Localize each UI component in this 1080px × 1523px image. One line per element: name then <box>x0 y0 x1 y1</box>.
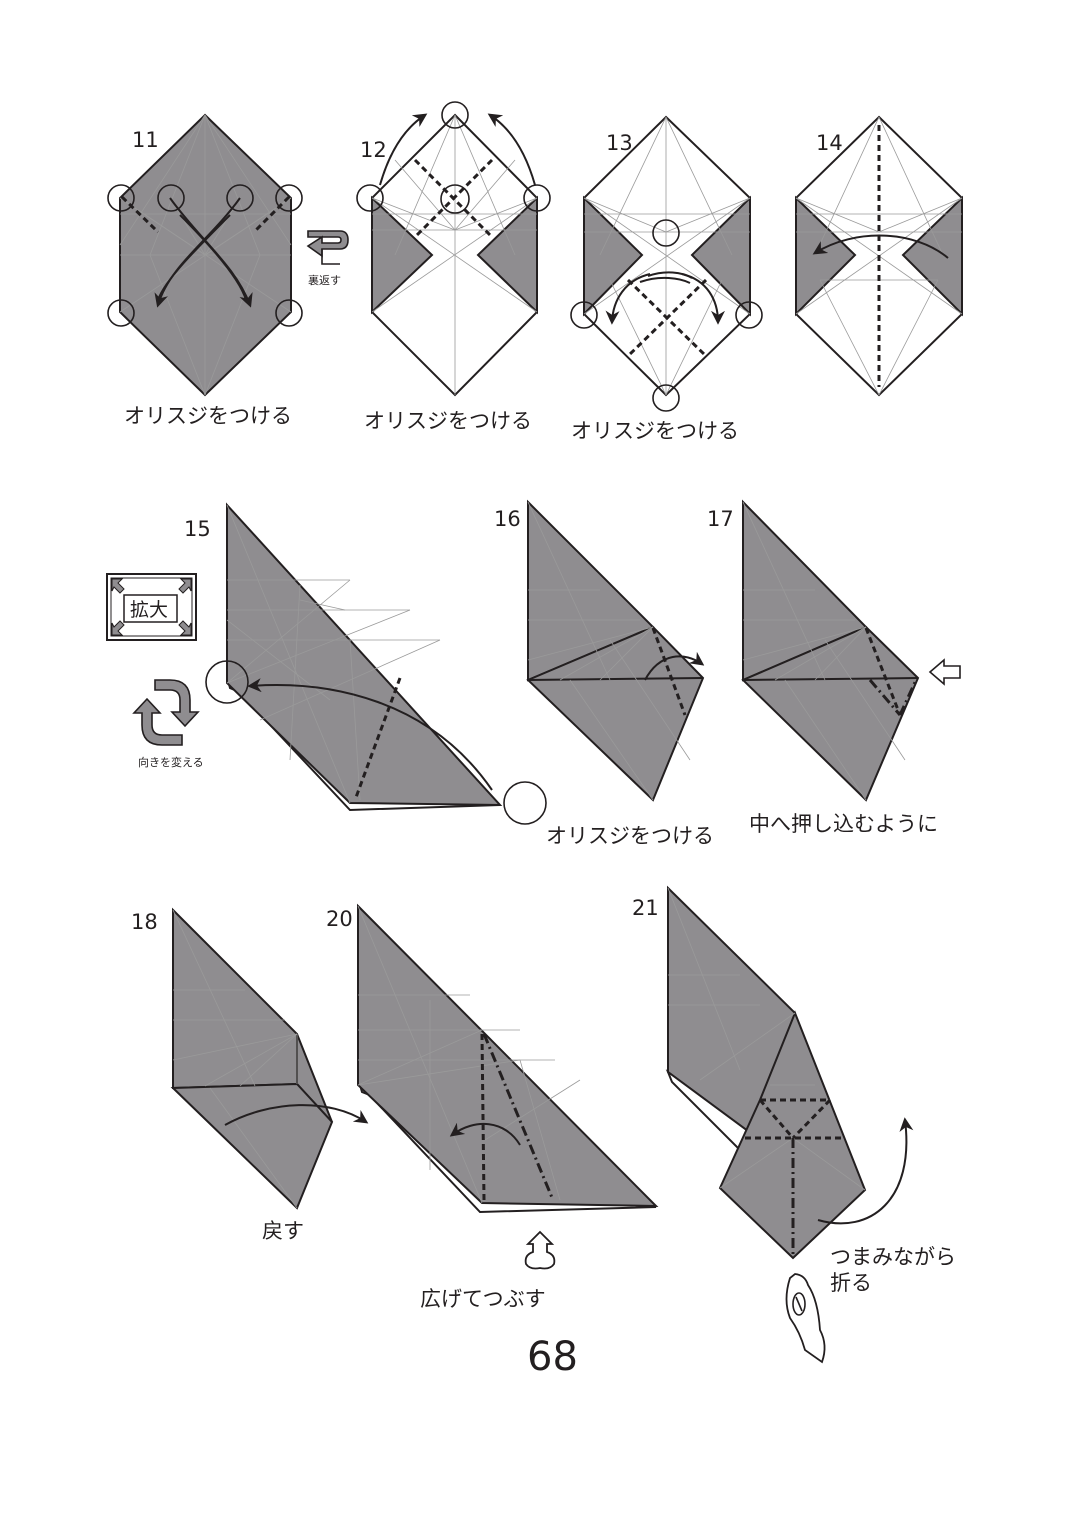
step-11-caption: オリスジをつける <box>124 404 292 428</box>
step-17-diagram <box>741 499 961 802</box>
step-16-diagram <box>526 499 705 802</box>
step-14-diagram <box>795 115 963 397</box>
step-16-number: 16 <box>494 507 521 531</box>
step-12-caption: オリスジをつける <box>364 409 532 433</box>
page-number: 68 <box>527 1334 578 1380</box>
step-15-diagram <box>205 502 547 825</box>
spread-squash-icon <box>524 1230 556 1270</box>
step-18-caption: 戻す <box>262 1219 304 1243</box>
step-17-number: 17 <box>707 507 734 531</box>
step-18-diagram <box>170 907 369 1210</box>
step-11-number: 11 <box>132 128 159 152</box>
step-21-caption-line2: 折る <box>830 1271 872 1295</box>
step-11-diagram <box>107 113 303 397</box>
step-14-number: 14 <box>816 131 843 155</box>
step-13-diagram <box>570 115 763 412</box>
rotate-icon <box>132 679 200 746</box>
step-18-number: 18 <box>131 910 158 934</box>
step-21-caption-line1: つまみながら <box>830 1245 956 1269</box>
step-13-caption: オリスジをつける <box>571 419 739 443</box>
step-21-number: 21 <box>632 896 659 920</box>
step-15-number: 15 <box>184 517 211 541</box>
step-16-caption: オリスジをつける <box>546 824 714 848</box>
pinch-hand-icon <box>785 1273 826 1364</box>
step-20-diagram <box>357 903 659 1270</box>
turn-over-label: 裏返す <box>308 273 341 287</box>
step-20-number: 20 <box>326 907 353 931</box>
turn-over-icon <box>306 230 349 265</box>
step-12-diagram <box>356 101 551 397</box>
rotate-label: 向きを変える <box>138 755 204 769</box>
step-12-number: 12 <box>360 138 387 162</box>
enlarge-label: 拡大 <box>130 599 168 621</box>
step-21-diagram <box>665 885 914 1364</box>
step-17-caption: 中へ押し込むように <box>749 812 938 836</box>
step-13-number: 13 <box>606 131 633 155</box>
enlarge-icon <box>106 573 197 641</box>
step-20-caption: 広げてつぶす <box>420 1287 546 1311</box>
